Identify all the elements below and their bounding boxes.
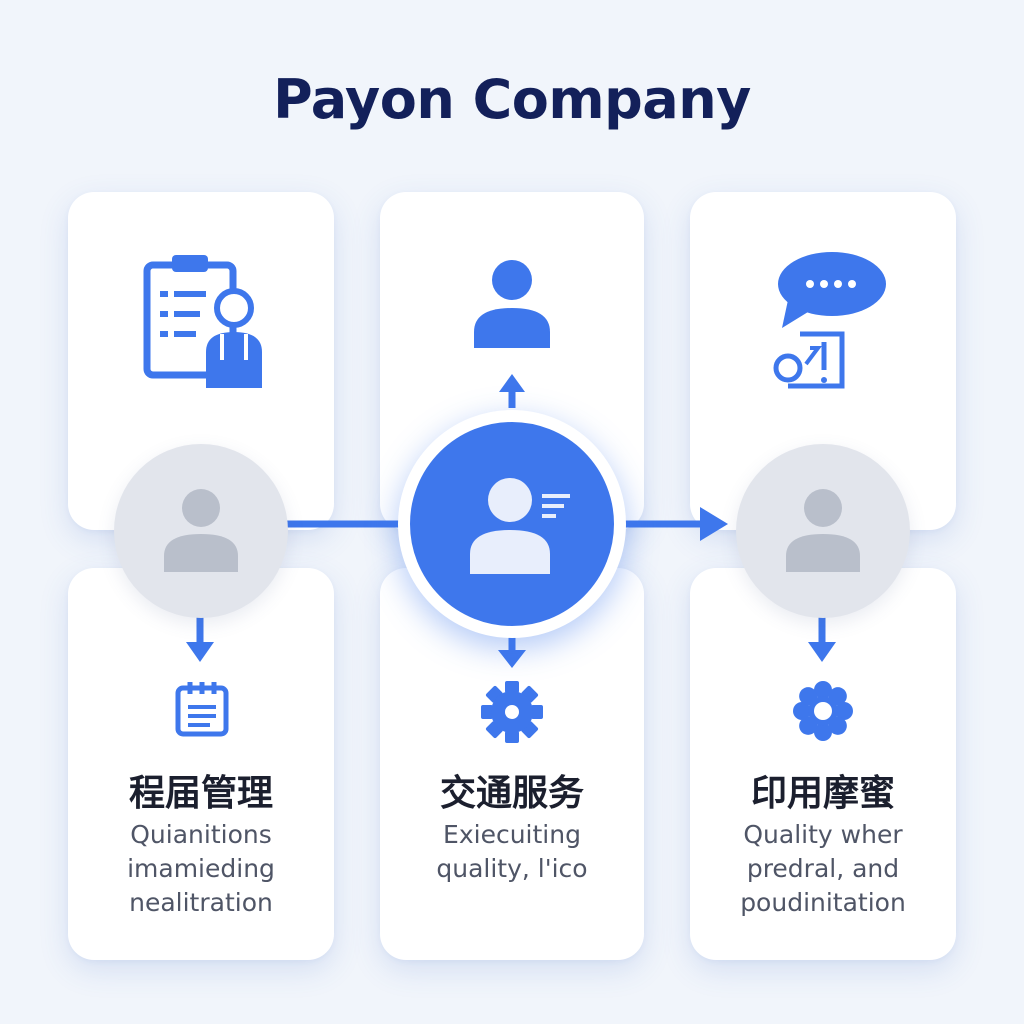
person-icon <box>474 260 550 348</box>
node-right <box>736 444 910 618</box>
card-description: Quality wher predral, and poudinitation <box>740 820 906 917</box>
card-label: 交通服务 <box>439 773 584 814</box>
arrow-down-icon <box>808 642 836 662</box>
node-left <box>114 444 288 618</box>
card-label: 印用摩蜜 <box>750 773 895 814</box>
arrow-up-icon <box>499 374 525 392</box>
gear-icon <box>481 681 543 743</box>
clipboard-person-icon <box>143 255 262 388</box>
arrow-down-icon <box>498 650 526 668</box>
chat-bubble-icon <box>773 252 886 389</box>
person-speaking-icon <box>470 478 570 574</box>
person-icon <box>164 489 238 572</box>
card-description: Quianitions imamieding nealitration <box>127 820 275 917</box>
card-label: 程届管理 <box>128 773 273 814</box>
card-top-left <box>68 192 334 530</box>
person-icon <box>786 489 860 572</box>
flower-gear-icon <box>793 681 853 741</box>
card-description: Exiecuiting quality, l'ico <box>436 820 588 883</box>
page-title: Payon Company <box>273 68 751 131</box>
arrow-right-icon <box>700 507 728 541</box>
arrow-down-icon <box>186 642 214 662</box>
notepad-icon <box>175 682 229 737</box>
node-center <box>398 410 626 638</box>
